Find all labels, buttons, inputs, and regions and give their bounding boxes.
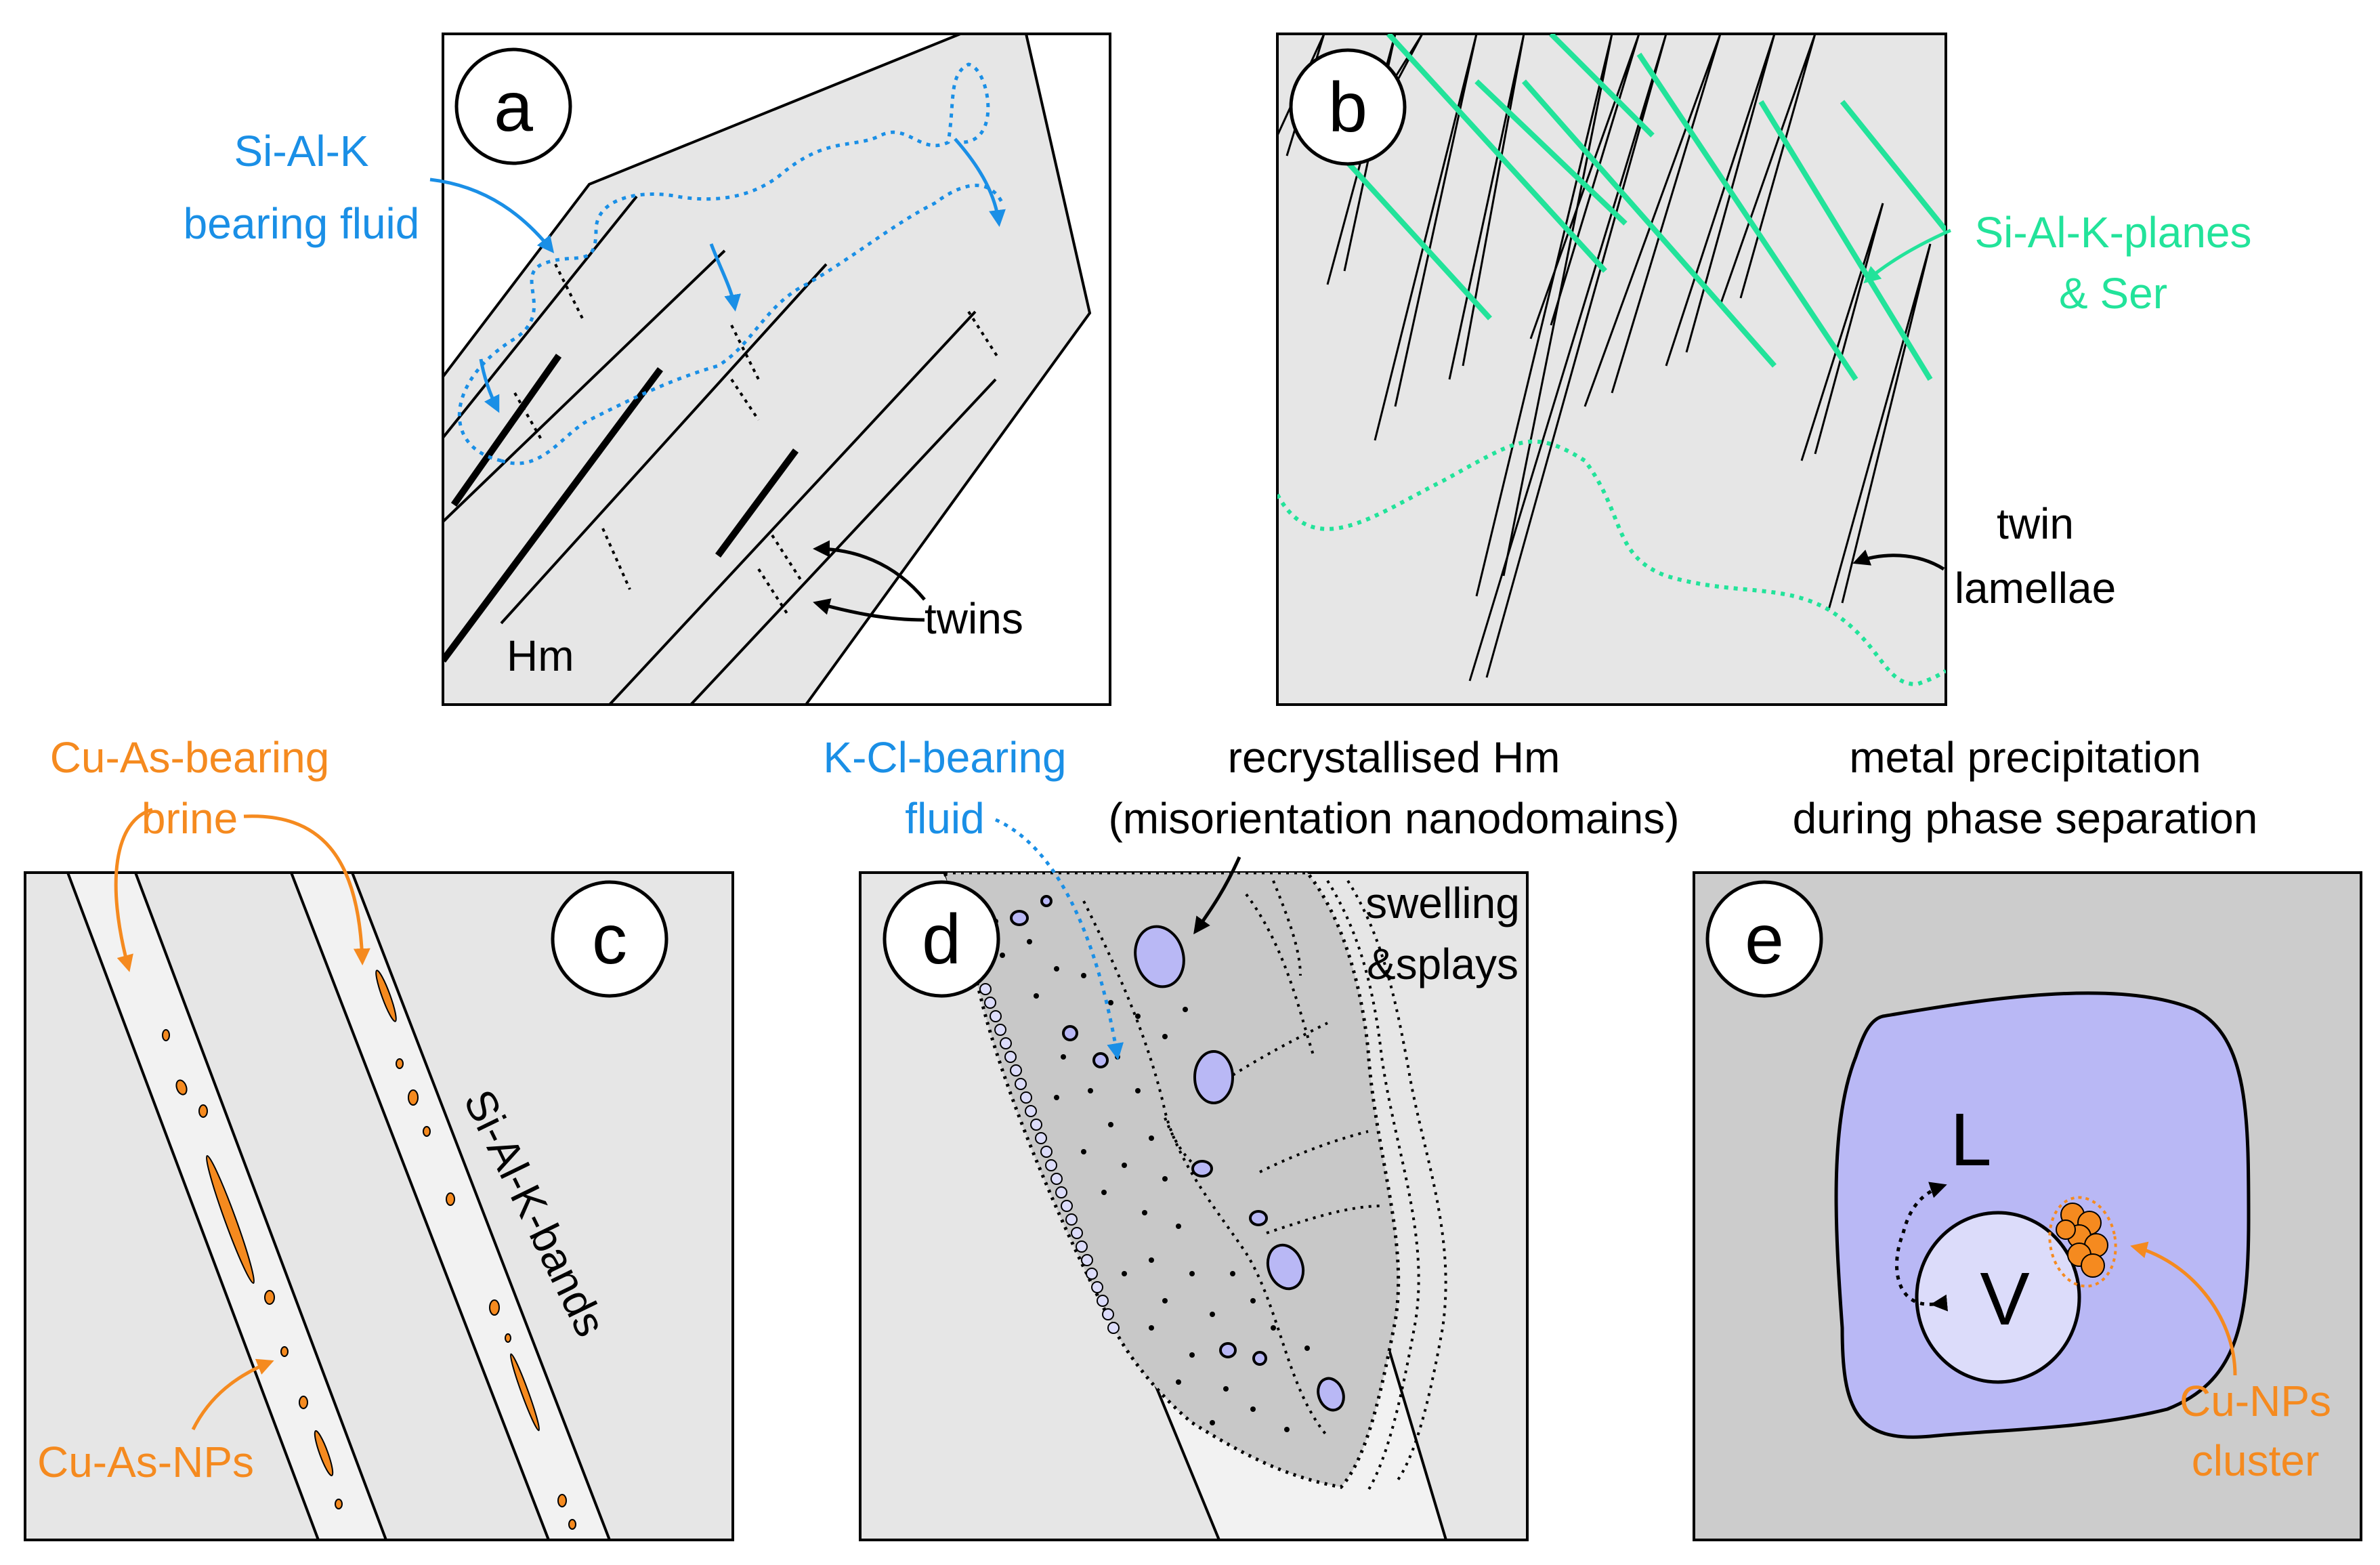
nps-label-arrow bbox=[191, 1358, 274, 1431]
recryst-label-arrow bbox=[1193, 856, 1241, 935]
panel-c: c Cu-As-bearing brine Si-Al-K-bands Cu-A… bbox=[24, 733, 734, 1541]
panel-b-planes-label-line2: & Ser bbox=[2059, 269, 2167, 318]
panel-e-cluster-label-line1: Cu-NPs bbox=[2180, 1377, 2331, 1425]
panel-b-letter-circle bbox=[1289, 48, 1407, 166]
vapour-bubble bbox=[1915, 1211, 2081, 1384]
panel-e-cluster-label-line2: cluster bbox=[2192, 1436, 2320, 1485]
panel-b-planes-label-line1: Si-Al-K-planes bbox=[1974, 208, 2251, 257]
panel-d-recryst-label-line1: recrystallised Hm bbox=[1228, 733, 1560, 782]
panel-e-vapour-label: V bbox=[1980, 1257, 2029, 1341]
panel-d-swelling-label-line1: swelling bbox=[1365, 879, 1520, 927]
panel-a-hm-label: Hm bbox=[507, 631, 574, 680]
panel-d-fluid-label-line2: fluid bbox=[905, 794, 984, 843]
panel-b-letter: b bbox=[1328, 68, 1367, 147]
panel-a-letter-circle bbox=[454, 47, 572, 165]
liquid-inclusion bbox=[1834, 991, 2251, 1439]
kcl-fluid-arrow bbox=[994, 818, 1124, 1060]
panel-d-letter-circle bbox=[883, 880, 1000, 998]
panel-d: d K-Cl-bearing fluid recrystallised Hm (… bbox=[823, 733, 1680, 1541]
si-al-k-band-right bbox=[289, 873, 612, 1540]
cu-nps-cluster-halo bbox=[2048, 1196, 2117, 1288]
panel-c-letter: c bbox=[592, 900, 627, 979]
panel-e-letter-circle bbox=[1705, 880, 1823, 998]
panel-c-letter-circle bbox=[551, 880, 668, 998]
panel-b-lamellae-label-line2: lamellae bbox=[1955, 564, 2116, 612]
cluster-label-arrow bbox=[2130, 1241, 2237, 1376]
panel-c-brine-label-line1: Cu-As-bearing bbox=[50, 733, 330, 782]
panel-d-fluid-label-line1: K-Cl-bearing bbox=[823, 733, 1066, 782]
panel-a-fluid-label-line2: bearing fluid bbox=[184, 199, 420, 248]
lamellae-label-arrow bbox=[1852, 549, 1945, 571]
hematite-crystal bbox=[443, 34, 1092, 705]
panel-b-lamellae-label-line1: twin bbox=[1997, 499, 2074, 548]
twins-label-arrows bbox=[813, 540, 926, 622]
panel-a-twins-label: twins bbox=[925, 594, 1023, 643]
panel-a: a Si-Al-K bearing fluid twins Hm bbox=[184, 33, 1111, 706]
panel-e-liquid-label: L bbox=[1950, 1098, 1991, 1182]
panel-e: e metal precipitation during phase separ… bbox=[1693, 733, 2362, 1541]
panel-d-swelling-label-line2: &splays bbox=[1367, 940, 1518, 988]
cu-as-nanoparticles bbox=[162, 969, 576, 1530]
si-al-k-planes bbox=[1346, 34, 1946, 381]
panel-c-brine-label-line2: brine bbox=[142, 794, 238, 843]
crystal-lineation-lines bbox=[443, 195, 997, 705]
planes-label-arrow bbox=[1863, 228, 1952, 284]
vein-bubble-chain bbox=[979, 983, 1120, 1334]
panel-d-letter: d bbox=[922, 900, 961, 979]
recrystallised-zone bbox=[943, 873, 1401, 1489]
twin-traces bbox=[513, 264, 1000, 618]
panel-c-nps-label: Cu-As-NPs bbox=[37, 1438, 254, 1486]
panel-e-title-line2: during phase separation bbox=[1793, 794, 2258, 843]
fluid-label-arrow bbox=[429, 178, 555, 253]
panel-b: b Si-Al-K-planes & Ser twin lamellae bbox=[1276, 33, 2252, 706]
panel-e-letter: e bbox=[1745, 900, 1784, 979]
panel-a-fluid-label-line1: Si-Al-K bbox=[234, 127, 368, 175]
nanodomain-inclusions bbox=[1010, 895, 1345, 1412]
brine-label-arrows bbox=[114, 808, 370, 972]
twin-lamellae-wedges bbox=[1277, 34, 1932, 682]
panel-a-letter: a bbox=[494, 68, 533, 146]
crystal-thick-lines bbox=[443, 354, 799, 663]
fluid-flow-arrows bbox=[479, 138, 1006, 413]
panel-d-recryst-label-line2: (misorientation nanodomains) bbox=[1108, 794, 1679, 843]
fluid-pathway-dotted bbox=[457, 62, 1004, 465]
cu-nps-cluster bbox=[2056, 1203, 2108, 1278]
panel-e-title-line1: metal precipitation bbox=[1849, 733, 2201, 782]
